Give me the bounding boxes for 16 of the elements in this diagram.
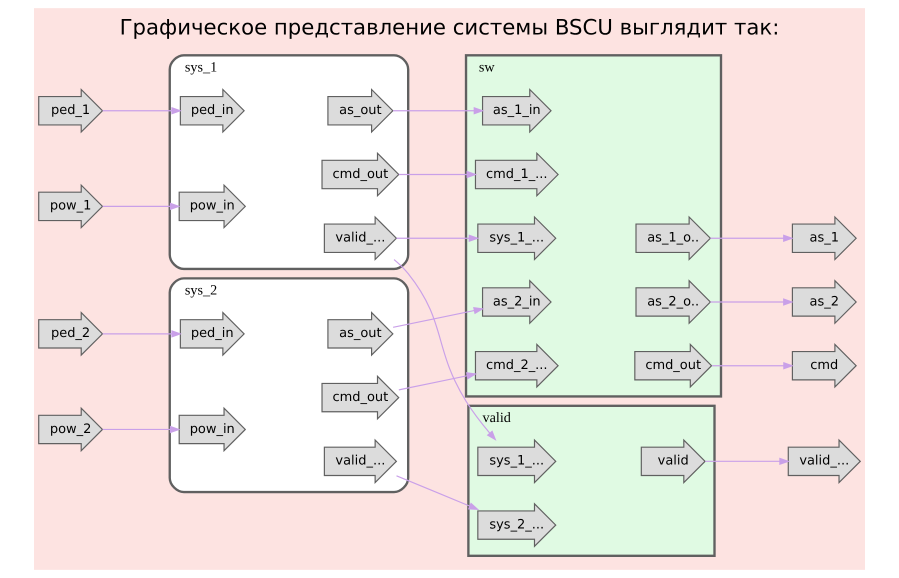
arrow [710,234,794,242]
arrow [398,170,478,178]
arrow [102,330,182,338]
arrow [394,259,496,441]
arrow [712,362,794,370]
arrow [102,107,182,114]
arrow [398,372,478,390]
arrow [396,234,480,242]
arrow [102,202,181,210]
arrow [705,458,790,466]
arrow [102,426,181,434]
arrow [396,475,480,510]
arrow [392,306,484,328]
arrow [710,298,794,306]
diagram-title: Графическое представление системы BSCU выглядит так: [120,16,780,41]
arrow [393,107,484,114]
